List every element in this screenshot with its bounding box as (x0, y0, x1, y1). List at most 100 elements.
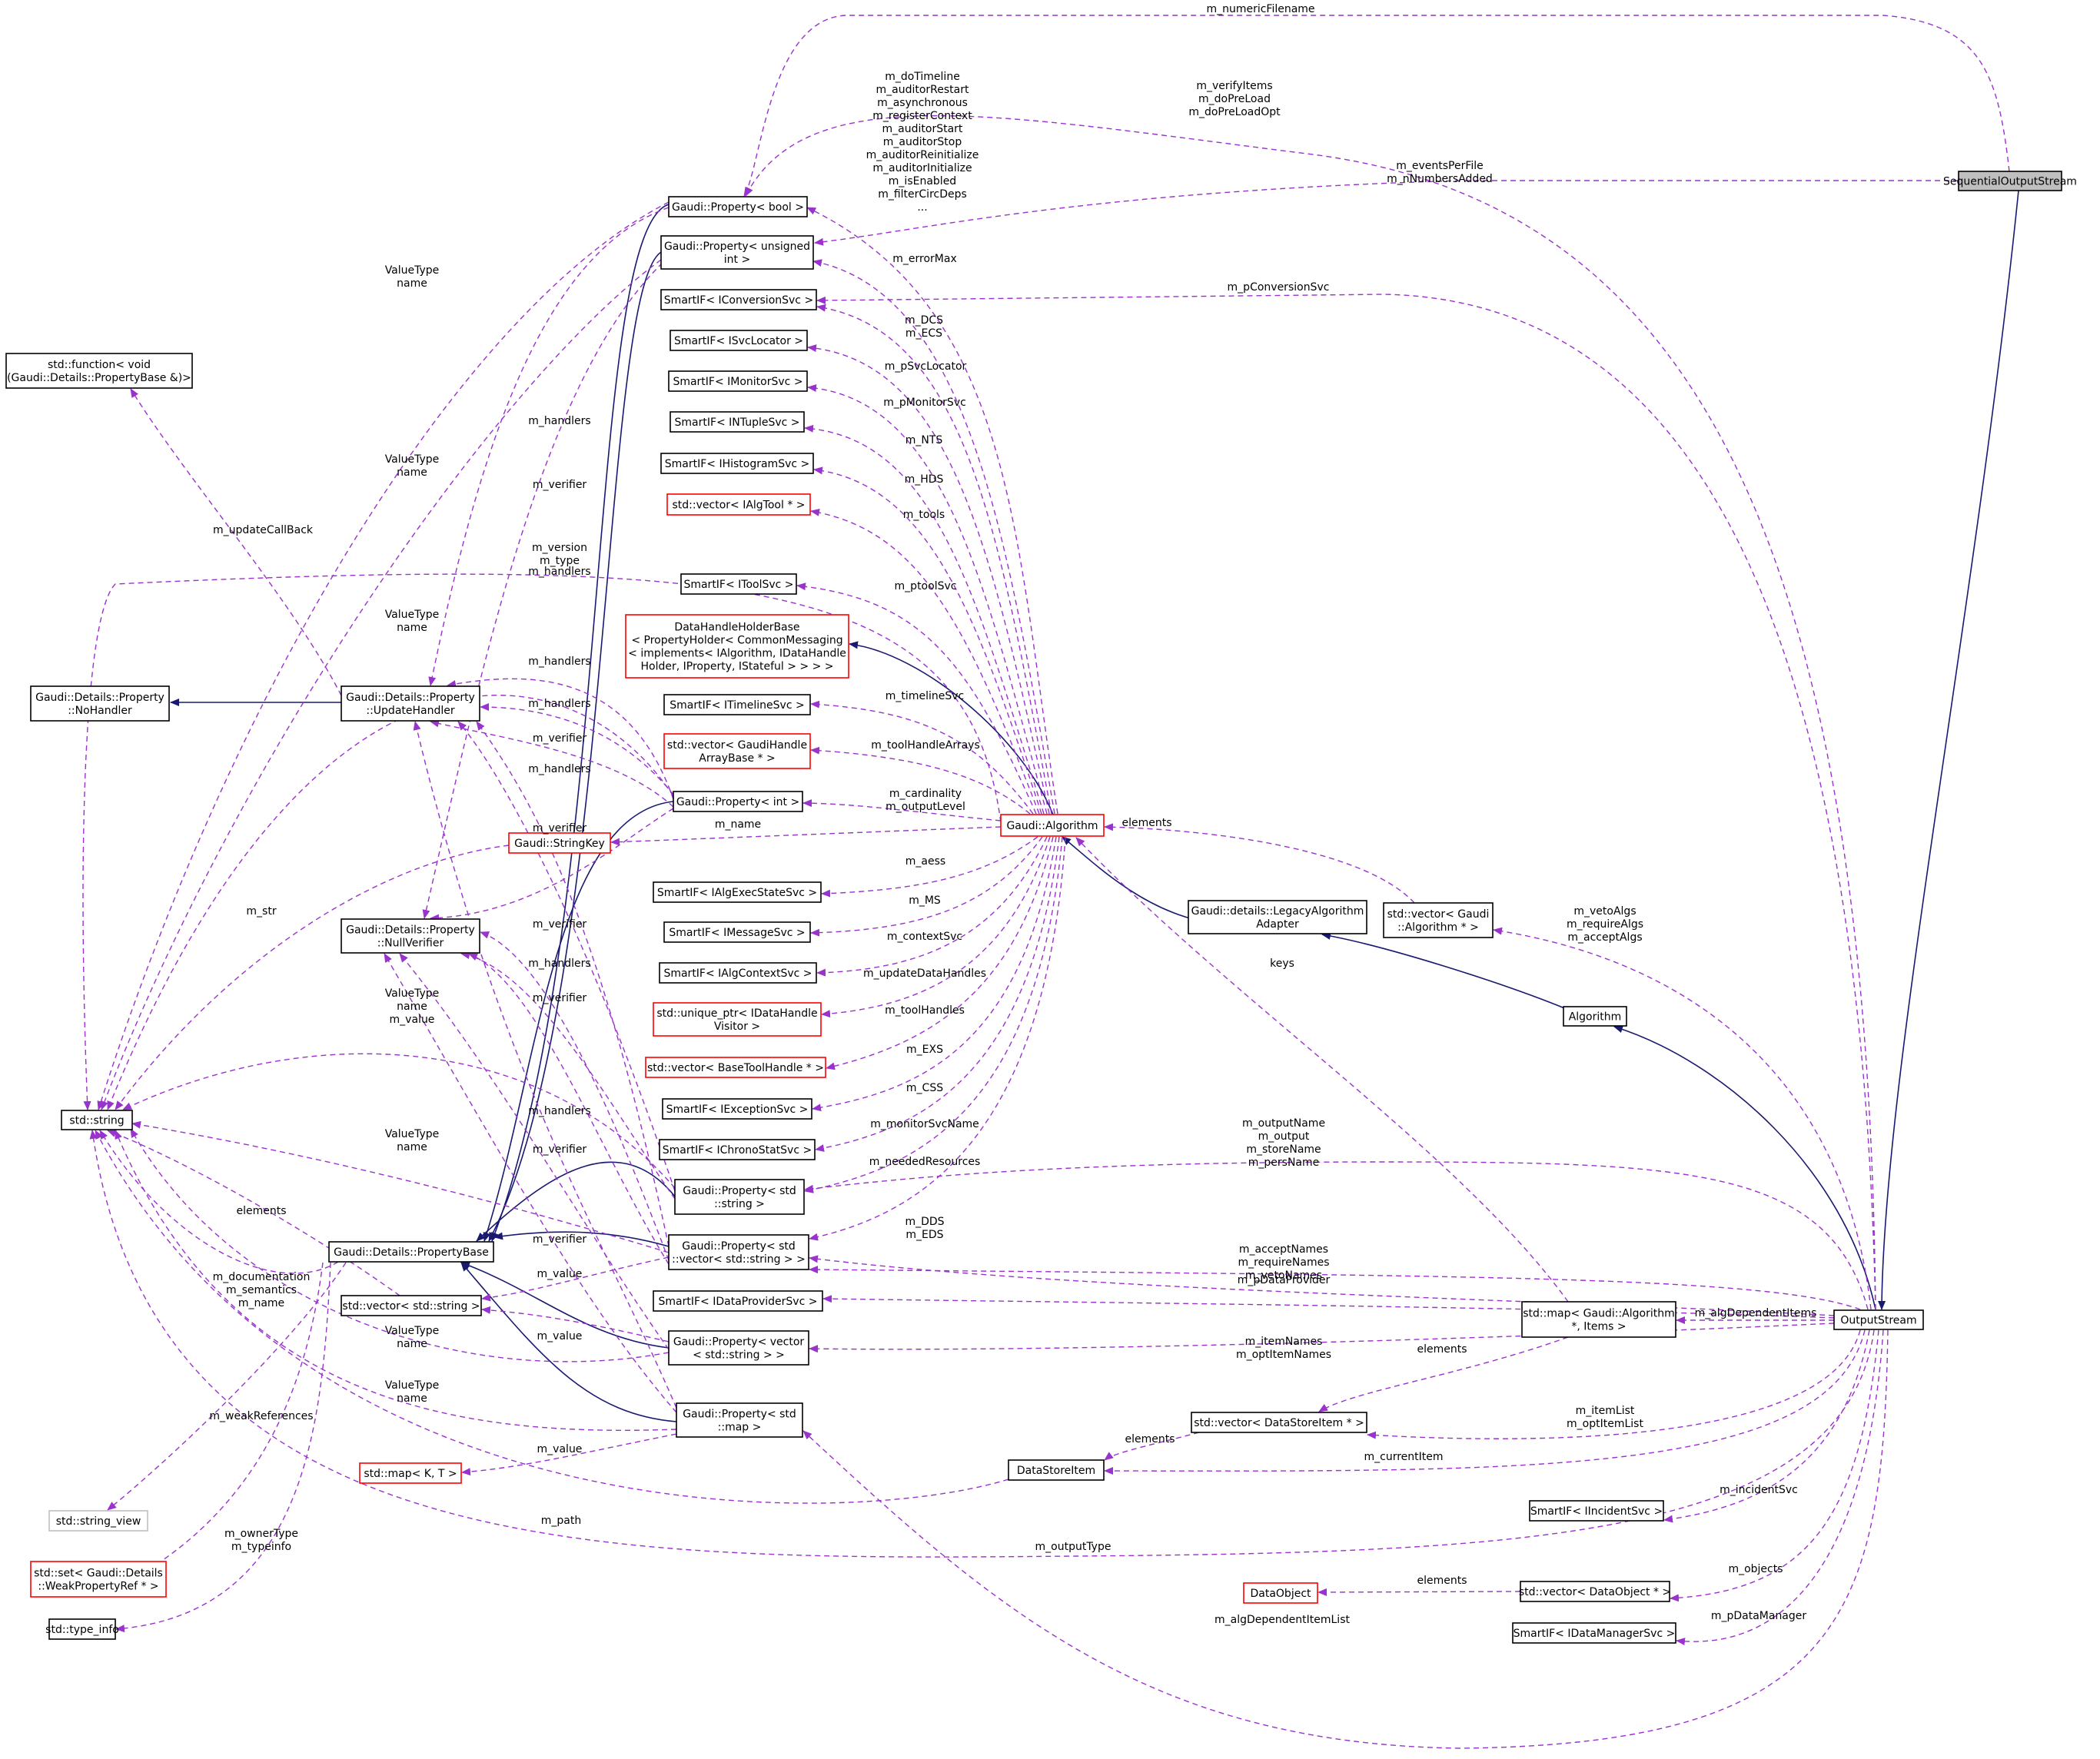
edge-label-m-tool-handles: m_toolHandles (885, 1004, 965, 1017)
edge-label-m-incident-svc: m_incidentSvc (1720, 1484, 1798, 1496)
usage-edge-m-events-per-file (814, 180, 1959, 246)
class-node-box (668, 1234, 809, 1270)
edge-label-v7: m_verifier (533, 1233, 587, 1246)
class-node-iexception-svc[interactable]: SmartIF< IExceptionSvc > (662, 1098, 812, 1120)
class-node-iconversion-svc[interactable]: SmartIF< IConversionSvc > (660, 289, 817, 310)
usage-edge-m-ptool-svc (796, 582, 1037, 815)
class-node-std-function[interactable]: std::function< void(Gaudi::Details::Prop… (5, 353, 193, 389)
edge-label-v3: m_verifier (533, 822, 587, 835)
class-node-null-verifier[interactable]: Gaudi::Details::Property::NullVerifier (341, 918, 480, 954)
class-node-set-weak-ref[interactable]: std::set< Gaudi::Details::WeakPropertyRe… (30, 1561, 167, 1598)
inheritance-edge-prop-vec-string2-to-property-base (460, 1262, 670, 1349)
class-node-label: std::type_info (45, 1624, 119, 1636)
class-node-ihistogram-svc[interactable]: SmartIF< IHistogramSvc > (660, 453, 814, 474)
usage-edge-m-p-conversion-svc (816, 294, 1876, 1310)
class-node-idata-manager-svc[interactable]: SmartIF< IDataManagerSvc > (1512, 1622, 1676, 1644)
class-node-isvc-locator[interactable]: SmartIF< ISvcLocator > (670, 330, 808, 351)
class-node-data-object[interactable]: DataObject (1243, 1582, 1318, 1604)
class-node-ichrono-stat-svc[interactable]: SmartIF< IChronoStatSvc > (659, 1139, 816, 1160)
class-node-label: std::vector< BaseToolHandle * > (647, 1062, 824, 1074)
edge-label-elements-vs: elements (236, 1205, 286, 1217)
usage-edge-m-tools (810, 508, 1040, 815)
class-node-label: std::string (69, 1115, 124, 1127)
class-node-iincident-svc[interactable]: SmartIF< IIncidentSvc > (1529, 1500, 1664, 1522)
inheritance-edge-legacy-adapter-to-gaudi-algorithm (1062, 836, 1200, 921)
inheritance-edge-prop-string-to-property-base (476, 1161, 676, 1242)
class-node-string-key[interactable]: Gaudi::StringKey (508, 832, 611, 854)
class-node-prop-int[interactable]: Gaudi::Property< int > (673, 791, 803, 812)
class-node-vec-gaudi-algorithm[interactable]: std::vector< Gaudi::Algorithm * > (1383, 902, 1494, 938)
class-node-idata-provider-svc[interactable]: SmartIF< IDataProviderSvc > (653, 1290, 823, 1312)
class-node-intuple-svc[interactable]: SmartIF< INTupleSvc > (670, 411, 805, 433)
class-node-label: SmartIF< ISvcLocator > (674, 335, 803, 347)
class-node-imessage-svc[interactable]: SmartIF< IMessageSvc > (663, 921, 811, 943)
class-node-update-handler[interactable]: Gaudi::Details::Property::UpdateHandler (341, 685, 480, 722)
edge-label-m-tool-handle-arrays: m_toolHandleArrays (871, 739, 980, 752)
class-node-prop-map[interactable]: Gaudi::Property< std::map > (676, 1402, 803, 1438)
class-node-string-view[interactable]: std::string_view (48, 1510, 148, 1532)
class-node-vec-data-object[interactable]: std::vector< DataObject * > (1519, 1581, 1671, 1602)
class-node-box (1512, 1622, 1676, 1644)
class-node-vec-base-tool-handle[interactable]: std::vector< BaseToolHandle * > (645, 1057, 826, 1078)
class-node-box (653, 881, 822, 903)
class-node-data-store-item[interactable]: DataStoreItem (1008, 1459, 1105, 1481)
class-node-box (341, 1295, 482, 1316)
class-node-vec-std-string[interactable]: std::vector< std::string > (341, 1295, 482, 1316)
class-node-box (670, 411, 805, 433)
class-node-label: SequentialOutputStream (1943, 176, 2077, 188)
edge-label-h6: m_handlers (528, 957, 590, 970)
class-node-ialg-exec-state-svc[interactable]: SmartIF< IAlgExecStateSvc > (653, 881, 822, 903)
class-node-imonitor-svc[interactable]: SmartIF< IMonitorSvc > (668, 370, 808, 392)
class-node-type-info[interactable]: std::type_info (45, 1618, 119, 1640)
class-node-itool-svc[interactable]: SmartIF< IToolSvc > (680, 573, 797, 595)
usage-edge-m-output-name (809, 1266, 1861, 1310)
class-node-gaudi-algorithm[interactable]: Gaudi::Algorithm (1000, 814, 1105, 837)
class-node-prop-string[interactable]: Gaudi::Property< std::string > (674, 1179, 805, 1215)
class-node-no-handler[interactable]: Gaudi::Details::Property::NoHandler (30, 685, 170, 722)
edge-label-v5: m_verifier (533, 992, 587, 1004)
edge-label-m-needed-resources: m_neededResources (869, 1156, 981, 1168)
edge-label-elements-map: elements (1417, 1343, 1467, 1356)
class-node-sequential-output-stream[interactable]: SequentialOutputStream (1943, 171, 2077, 191)
class-node-label: std::vector< DataStoreItem * > (1194, 1417, 1364, 1429)
class-node-itimeline-svc[interactable]: SmartIF< ITimelineSvc > (663, 694, 811, 715)
inheritance-edge-algorithm-to-legacy-adapter (1321, 931, 1577, 1014)
usage-edge-elements-dsi (1104, 1432, 1200, 1461)
edge-label-h2: m_handlers (528, 566, 590, 578)
edge-label-m-output-type: m_outputType (1035, 1541, 1111, 1553)
class-node-box (1243, 1582, 1318, 1604)
class-node-vec-ialg-tool[interactable]: std::vector< IAlgTool * > (666, 493, 811, 516)
class-node-map-alg-items[interactable]: std::map< Gaudi::Algorithm*, Items > (1521, 1301, 1676, 1338)
class-node-ialg-context-svc[interactable]: SmartIF< IAlgContextSvc > (659, 962, 817, 984)
class-node-prop-bool[interactable]: Gaudi::Property< bool > (668, 196, 808, 217)
class-node-prop-vec-string2[interactable]: Gaudi::Property< vector< std::string > > (668, 1330, 809, 1366)
edge-label-m-numeric-filename: m_numericFilename (1206, 3, 1314, 15)
class-node-label: Gaudi::Details::Property (346, 924, 475, 937)
class-node-output-stream[interactable]: OutputStream (1833, 1309, 1924, 1330)
class-node-label: Gaudi::Details::Property (346, 692, 475, 704)
class-node-map-kt[interactable]: std::map< K, T > (359, 1462, 462, 1484)
usage-edge-m-str (115, 845, 510, 1110)
class-node-std-string[interactable]: std::string (61, 1110, 133, 1130)
class-node-prop-vec-string[interactable]: Gaudi::Property< std::vector< std::strin… (668, 1234, 809, 1270)
class-node-label: ::WeakPropertyRef * > (38, 1581, 158, 1593)
edge-label-elements-dsi: elements (1125, 1433, 1175, 1445)
class-node-data-handle-holder-base[interactable]: DataHandleHolderBase< PropertyHolder< Co… (625, 614, 849, 679)
class-node-property-base[interactable]: Gaudi::Details::PropertyBase (328, 1241, 494, 1263)
usage-edge-vt-str (122, 1053, 676, 1189)
class-node-vec-data-store-item[interactable]: std::vector< DataStoreItem * > (1191, 1412, 1367, 1433)
usage-edge-m-do-timeline (806, 207, 1058, 815)
class-node-label: Gaudi::Algorithm (1006, 820, 1098, 832)
class-node-label: Gaudi::Property< std (683, 1185, 796, 1197)
class-node-algorithm[interactable]: Algorithm (1563, 1006, 1627, 1027)
usage-edge-h3 (447, 678, 674, 800)
class-node-box (1191, 1412, 1367, 1433)
